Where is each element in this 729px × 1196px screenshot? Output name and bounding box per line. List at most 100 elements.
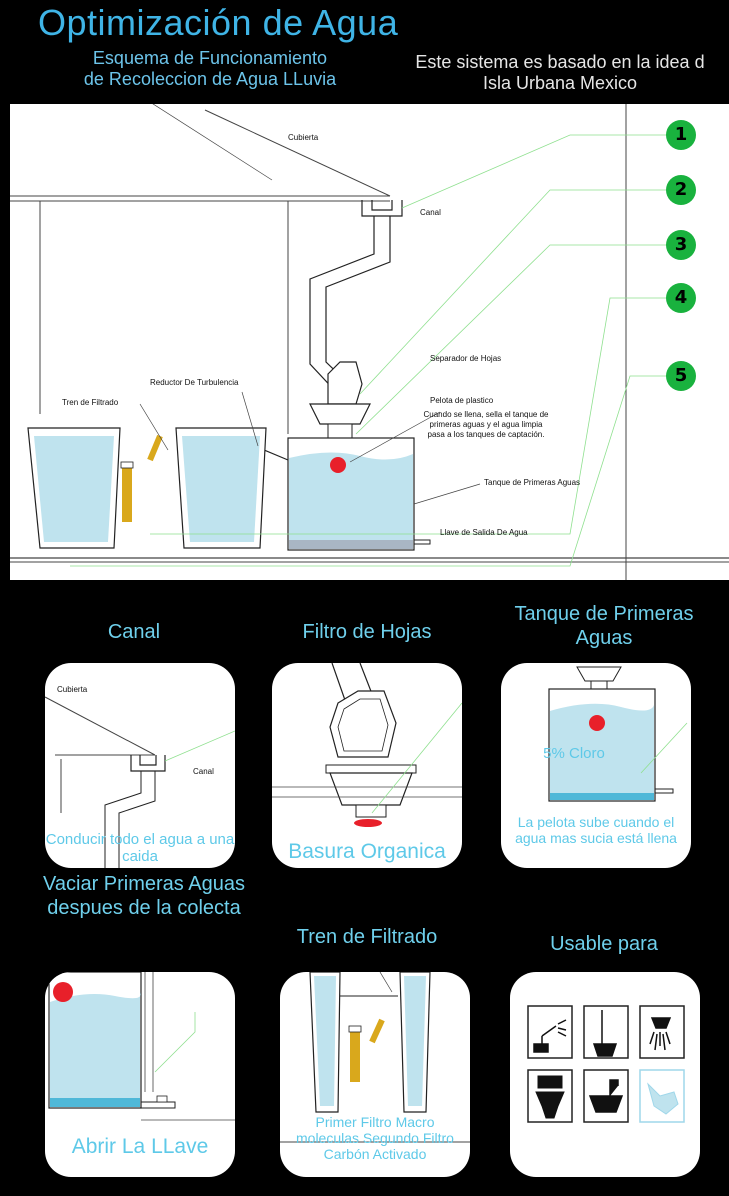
leader-tren bbox=[139, 403, 169, 451]
filtro-separator bbox=[329, 690, 397, 758]
badge-3: 3 bbox=[666, 230, 696, 260]
page-subtitle: Esquema de Funcionamiento de Recoleccion… bbox=[40, 48, 380, 90]
label-reductor: Reductor De Turbulencia bbox=[150, 378, 239, 387]
card-usable-icons bbox=[527, 1005, 685, 1123]
label-canal: Canal bbox=[420, 208, 441, 217]
tanque-neck bbox=[590, 680, 608, 690]
first-flush-sediment bbox=[289, 540, 413, 549]
label-pelota: Pelota de plastico bbox=[430, 396, 494, 405]
card-canal-label-cubierta: Cubierta bbox=[57, 685, 88, 694]
mini-roof bbox=[45, 696, 156, 756]
page-title: Optimización de Agua bbox=[38, 2, 399, 43]
carbon-filter bbox=[122, 468, 132, 522]
credit-note-line-1: Este sistema es basado en la idea d bbox=[415, 52, 705, 72]
label-llave: Llave de Salida De Agua bbox=[440, 528, 528, 537]
card-tanque-drawing bbox=[548, 666, 688, 802]
shower-shape bbox=[649, 1017, 672, 1051]
filtro-debris bbox=[354, 819, 382, 827]
label-separador: Separador de Hojas bbox=[430, 354, 502, 363]
mini-gutter bbox=[130, 755, 166, 772]
callout-line-4 bbox=[150, 297, 674, 535]
card-tanque-caption: La pelota sube cuando el agua mas sucia … bbox=[515, 814, 677, 846]
card-vaciar-drawing bbox=[48, 972, 235, 1121]
card-title-tanque: Tanque de Primeras Aguas bbox=[514, 603, 694, 649]
macro-filter bbox=[147, 434, 163, 462]
storage-tank-2-water bbox=[182, 436, 260, 542]
separator-neck bbox=[327, 423, 353, 439]
tren-carbon bbox=[350, 1032, 360, 1082]
subtitle-line-1: Esquema de Funcionamiento bbox=[92, 48, 328, 68]
credit-note-line-2: Isla Urbana Mexico bbox=[482, 73, 638, 93]
card-title-filtro: Filtro de Hojas bbox=[302, 621, 432, 643]
tanque-sediment bbox=[550, 793, 654, 800]
callout-line-3 bbox=[355, 244, 674, 435]
system-diagram: Cubierta Canal Separador de Hojas Reduct… bbox=[10, 104, 729, 580]
filtro-separator-inner bbox=[337, 698, 389, 752]
drain-valve bbox=[414, 539, 431, 545]
tanque-water bbox=[550, 703, 654, 793]
card-usable bbox=[510, 972, 700, 1177]
hand-washing-shape bbox=[647, 1082, 679, 1115]
tren-macro bbox=[369, 1018, 385, 1044]
vaciar-callout bbox=[154, 1012, 196, 1073]
first-flush-water bbox=[289, 452, 413, 540]
label-pelota-desc: Cuando se llena, sella el tanque de prim… bbox=[423, 410, 549, 439]
tren-carbon-top bbox=[348, 1025, 362, 1033]
card-tren-caption: Primer Filtro Macro moleculas Segundo Fi… bbox=[296, 1114, 454, 1162]
card-vaciar-caption: Abrir La LLave bbox=[71, 1135, 209, 1158]
card-tren: Primer Filtro Macro moleculas Segundo Fi… bbox=[280, 972, 470, 1177]
mini-callout bbox=[164, 730, 235, 762]
plastic-ball bbox=[330, 457, 346, 473]
tren-tank-left-water bbox=[314, 976, 336, 1106]
card-tanque: 5% Cloro La pelota sube cuando el agua m… bbox=[501, 663, 691, 868]
vaciar-sediment bbox=[50, 1098, 140, 1107]
card-filtro-drawing bbox=[272, 663, 462, 827]
filtro-callout bbox=[371, 702, 462, 814]
callout-line-2 bbox=[359, 189, 674, 395]
credit-note: Este sistema es basado en la idea d Isla… bbox=[380, 52, 729, 94]
card-title-vaciar: Vaciar Primeras Aguas despues de la cole… bbox=[43, 873, 245, 919]
tanque-valve bbox=[655, 788, 674, 794]
label-tren: Tren de Filtrado bbox=[62, 398, 119, 407]
system-diagram-drawing bbox=[10, 104, 729, 580]
filtro-rim bbox=[325, 764, 417, 774]
callout-line-5 bbox=[70, 375, 674, 567]
card-canal-label-canal: Canal bbox=[193, 767, 214, 776]
card-title-canal: Canal bbox=[107, 621, 161, 643]
leader-pelota bbox=[349, 411, 441, 463]
card-filtro-caption: Basura Organica bbox=[288, 840, 446, 863]
card-canal-caption: Conducir todo el agua a una caida bbox=[45, 831, 235, 865]
label-cubierta: Cubierta bbox=[288, 133, 319, 142]
leaf-separator bbox=[327, 361, 363, 405]
tren-leader bbox=[379, 972, 393, 993]
badge-2: 2 bbox=[666, 175, 696, 205]
vaciar-handle bbox=[156, 1095, 168, 1103]
vaciar-ball bbox=[53, 982, 73, 1002]
mop-bucket-shape bbox=[592, 1010, 618, 1057]
card-title-tren: Tren de Filtrado bbox=[296, 926, 438, 948]
card-canal: Cubierta Canal Conducir todo el agua a u… bbox=[45, 663, 235, 868]
tanque-ball bbox=[589, 715, 605, 731]
card-filtro: Basura Organica bbox=[272, 663, 462, 868]
leader-cubierta bbox=[152, 104, 273, 181]
roof-line bbox=[204, 109, 391, 197]
label-tanque: Tanque de Primeras Aguas bbox=[484, 478, 581, 487]
toilet-shape bbox=[535, 1075, 565, 1119]
sink-shape bbox=[588, 1079, 624, 1113]
leader-tanque bbox=[413, 483, 481, 505]
card-tanque-overlay: 5% Cloro bbox=[543, 745, 605, 762]
card-title-usable: Usable para bbox=[550, 933, 658, 955]
leader-reductor bbox=[241, 391, 259, 447]
card-tren-drawing bbox=[280, 972, 470, 1143]
garden-sprayer-shape bbox=[533, 1019, 567, 1053]
tren-tank-right-water bbox=[404, 976, 426, 1106]
separator-funnel bbox=[309, 403, 371, 425]
carbon-filter-top bbox=[120, 461, 134, 469]
badge-1: 1 bbox=[666, 120, 696, 150]
subtitle-line-2: de Recoleccion de Agua LLuvia bbox=[83, 69, 337, 89]
mini-downpipe bbox=[104, 771, 156, 868]
vaciar-water bbox=[50, 992, 141, 1098]
filtro-funnel bbox=[329, 772, 413, 806]
tanque-funnel bbox=[576, 666, 622, 682]
storage-tank-1-water bbox=[34, 436, 114, 542]
